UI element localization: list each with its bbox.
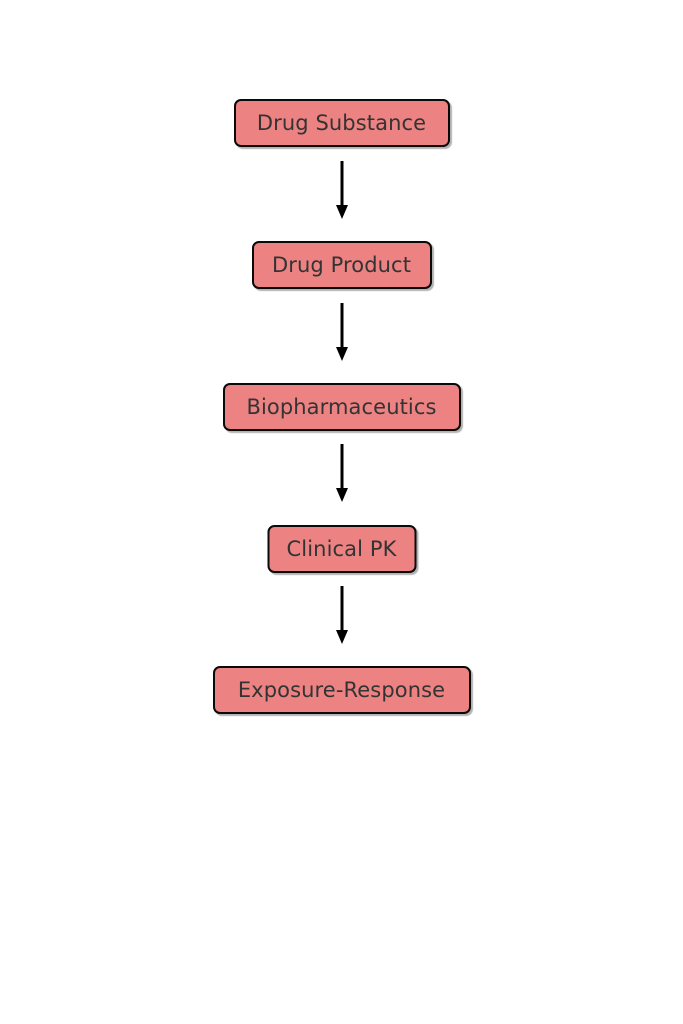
flow-arrow-down-icon-4	[332, 586, 352, 644]
flow-node-label: Drug Substance	[256, 110, 427, 135]
flow-node-clinical-pk[interactable]: Clinical PK	[267, 525, 416, 573]
flow-node-exposure-response[interactable]: Exposure-Response	[212, 666, 471, 714]
flow-arrow-down-icon-1	[332, 161, 352, 219]
flow-arrow-down-icon-3	[332, 444, 352, 502]
flow-node-label: Exposure-Response	[237, 677, 446, 702]
arrow-shaft	[340, 586, 343, 631]
flow-node-label: Drug Product	[271, 252, 412, 277]
arrow-head	[335, 347, 348, 361]
arrow-shaft	[340, 444, 343, 489]
arrow-head	[335, 488, 348, 502]
arrow-shaft	[340, 303, 343, 348]
flow-node-drug-substance[interactable]: Drug Substance	[233, 99, 450, 147]
flow-node-biopharmaceutics[interactable]: Biopharmaceutics	[222, 383, 461, 431]
flow-arrow-down-icon-2	[332, 303, 352, 361]
flow-node-label: Biopharmaceutics	[246, 394, 437, 419]
flow-node-label: Clinical PK	[286, 536, 397, 561]
arrow-head	[335, 205, 348, 219]
arrow-head	[335, 630, 348, 644]
arrow-shaft	[340, 161, 343, 206]
flow-node-drug-product[interactable]: Drug Product	[251, 241, 432, 289]
